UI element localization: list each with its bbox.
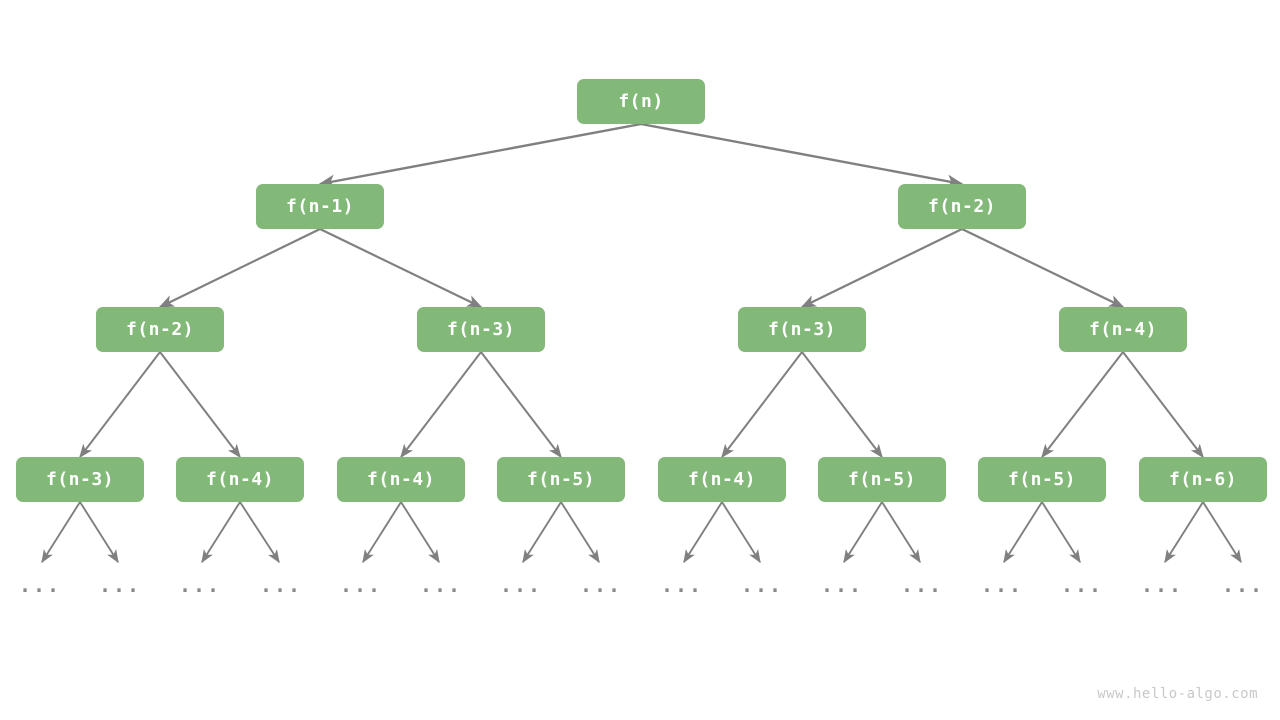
tree-node-label: f(n-3)	[45, 469, 115, 490]
tree-edge-arrow	[1164, 501, 1204, 564]
ellipsis-marker: ...	[419, 573, 463, 597]
ellipsis-marker: ...	[1060, 573, 1104, 597]
tree-node-label: f(n-2)	[125, 319, 195, 340]
tree-edge-arrow	[362, 501, 402, 564]
tree-edge-arrow	[1003, 501, 1043, 564]
tree-node[interactable]: f(n)	[577, 79, 705, 124]
tree-edge-arrow	[721, 501, 761, 564]
tree-edge-arrow	[560, 501, 600, 564]
tree-edge-arrow	[1041, 501, 1081, 564]
tree-node-label: f(n-3)	[446, 319, 516, 340]
tree-node[interactable]: f(n-6)	[1139, 457, 1267, 502]
tree-node-label: f(n-5)	[1007, 469, 1077, 490]
tree-edge-arrow	[843, 501, 883, 564]
tree-node[interactable]: f(n-4)	[176, 457, 304, 502]
tree-node[interactable]: f(n-2)	[898, 184, 1026, 229]
tree-edge-arrow	[800, 228, 963, 308]
tree-node[interactable]: f(n-2)	[96, 307, 224, 352]
tree-edge-arrow	[881, 501, 921, 564]
tree-node[interactable]: f(n-4)	[337, 457, 465, 502]
tree-node-label: f(n-4)	[366, 469, 436, 490]
tree-edge-arrow	[1122, 351, 1204, 459]
tree-node[interactable]: f(n-5)	[978, 457, 1106, 502]
tree-node[interactable]: f(n-3)	[16, 457, 144, 502]
tree-edge-arrow	[400, 501, 440, 564]
tree-edge-arrow	[801, 351, 883, 459]
ellipsis-marker: ...	[980, 573, 1024, 597]
ellipsis-marker: ...	[660, 573, 704, 597]
ellipsis-marker: ...	[1140, 573, 1184, 597]
tree-node[interactable]: f(n-1)	[256, 184, 384, 229]
tree-edge-arrow	[79, 351, 161, 459]
tree-node[interactable]: f(n-4)	[1059, 307, 1187, 352]
tree-node-label: f(n-2)	[927, 196, 997, 217]
ellipsis-marker: ...	[499, 573, 543, 597]
tree-edge-arrow	[400, 351, 482, 459]
tree-node-label: f(n-6)	[1168, 469, 1238, 490]
tree-edge-arrow	[79, 501, 119, 564]
tree-edge-arrow	[1041, 351, 1124, 459]
tree-node[interactable]: f(n-3)	[738, 307, 866, 352]
tree-node-label: f(n)	[618, 91, 664, 112]
ellipsis-marker: ...	[740, 573, 784, 597]
tree-edge-arrow	[239, 501, 280, 564]
tree-edge-arrow	[159, 351, 241, 459]
tree-node-label: f(n-1)	[285, 196, 355, 217]
watermark: www.hello-algo.com	[1097, 686, 1258, 702]
ellipsis-marker: ...	[579, 573, 623, 597]
tree-node[interactable]: f(n-4)	[658, 457, 786, 502]
tree-edge-arrow	[158, 228, 321, 308]
ellipsis-marker: ...	[820, 573, 864, 597]
tree-edge-arrow	[1202, 501, 1242, 564]
ellipsis-marker: ...	[18, 573, 62, 597]
tree-node-label: f(n-5)	[847, 469, 917, 490]
tree-node-label: f(n-3)	[767, 319, 837, 340]
tree-node-label: f(n-4)	[1088, 319, 1158, 340]
tree-edge-arrow	[640, 122, 964, 188]
ellipsis-marker: ...	[259, 573, 303, 597]
tree-edge-arrow	[721, 351, 803, 459]
tree-edge-arrow	[961, 228, 1125, 308]
tree-edge-arrow	[480, 351, 562, 459]
ellipsis-marker: ...	[1221, 573, 1265, 597]
tree-node[interactable]: f(n-3)	[417, 307, 545, 352]
tree-edge-arrow	[41, 501, 81, 564]
tree-edge-arrow	[522, 501, 562, 564]
ellipsis-marker: ...	[900, 573, 944, 597]
tree-edge-arrow	[201, 501, 241, 564]
tree-node-label: f(n-4)	[205, 469, 275, 490]
tree-edge-arrow	[319, 228, 483, 308]
ellipsis-marker: ...	[98, 573, 142, 597]
tree-edge-arrow	[318, 122, 642, 188]
ellipsis-marker: ...	[178, 573, 222, 597]
tree-node[interactable]: f(n-5)	[497, 457, 625, 502]
tree-node-label: f(n-4)	[687, 469, 757, 490]
tree-node-label: f(n-5)	[526, 469, 596, 490]
ellipsis-marker: ...	[339, 573, 383, 597]
tree-node[interactable]: f(n-5)	[818, 457, 946, 502]
tree-edge-arrow	[683, 501, 723, 564]
